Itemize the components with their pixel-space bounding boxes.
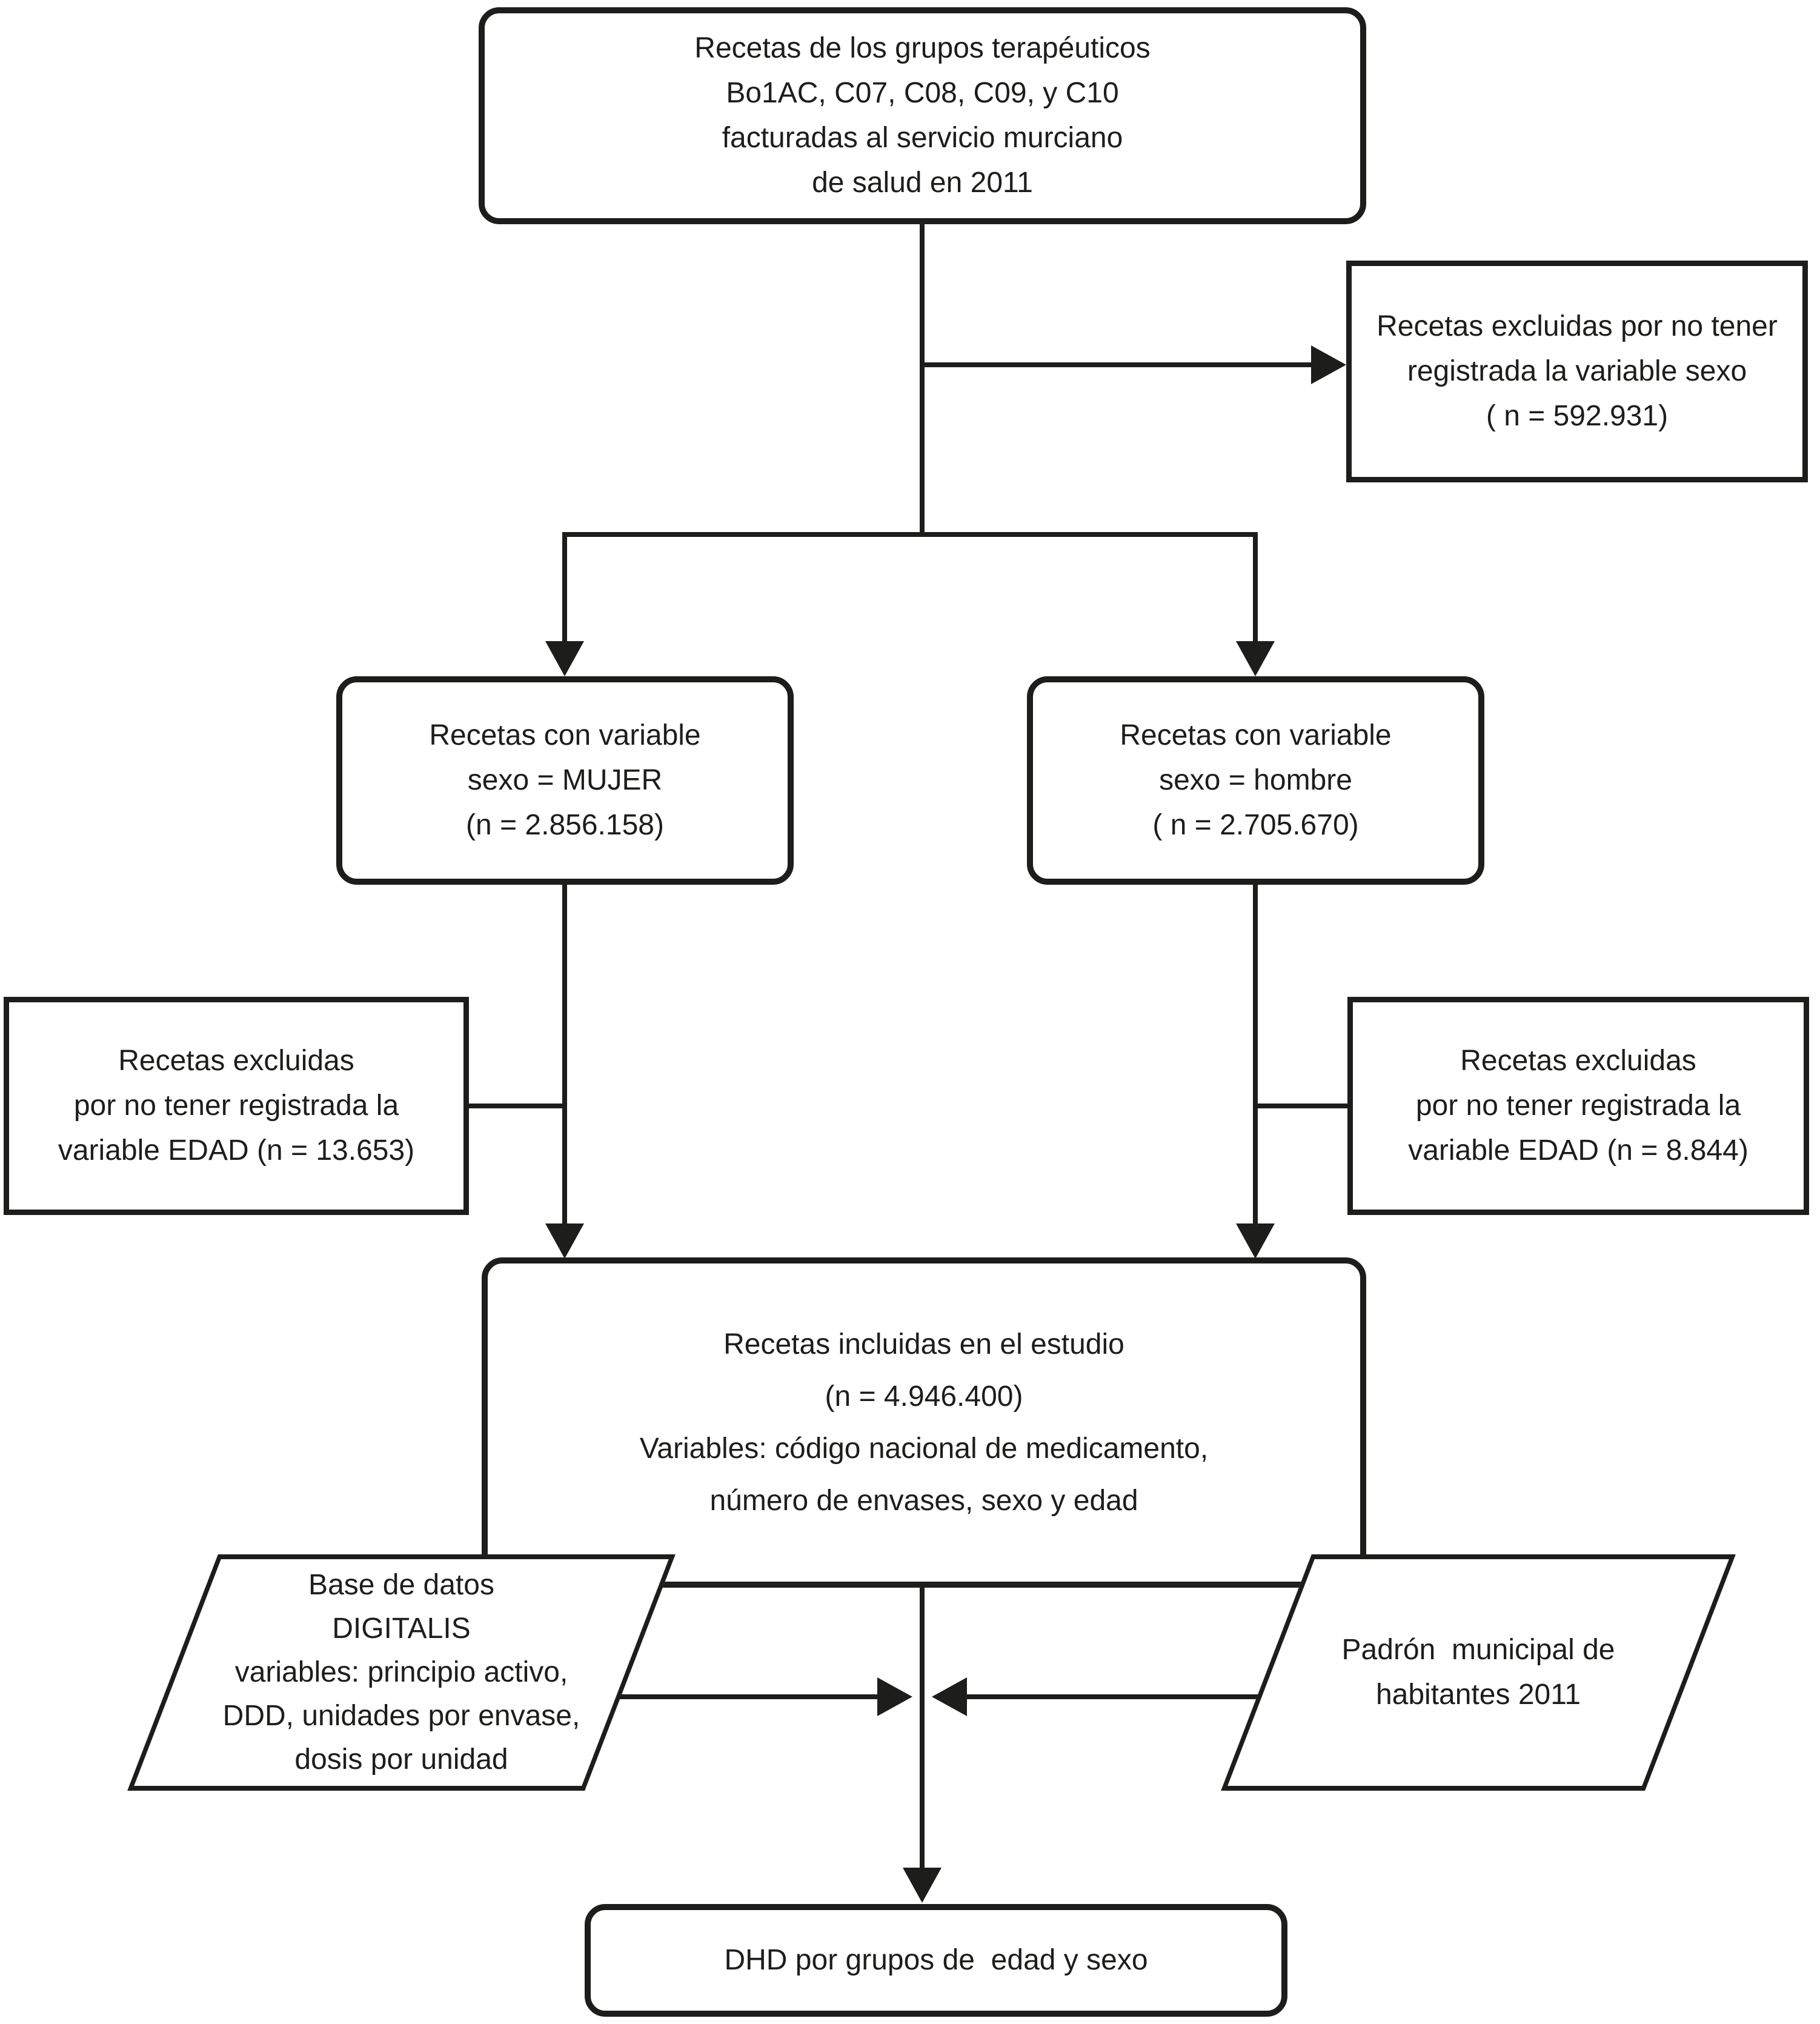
node-text-line: Recetas con variable xyxy=(429,719,701,751)
node-text-line: Recetas con variable xyxy=(1120,719,1392,751)
node-text-line: (n = 4.946.400) xyxy=(825,1380,1023,1413)
node-text-line: DHD por grupos de edad y sexo xyxy=(724,1944,1148,1976)
node-excluidas-edad-hombre: Recetas excluidas por no tener registrad… xyxy=(1347,997,1809,1215)
node-recetas-mujer: Recetas con variable sexo = MUJER (n = 2… xyxy=(336,676,794,885)
node-text-line: habitantes 2011 xyxy=(1375,1679,1581,1711)
arrowhead-down-icon xyxy=(1236,641,1275,676)
arrowhead-left-icon xyxy=(932,1677,967,1716)
node-text-line: registrada la variable sexo xyxy=(1407,355,1747,387)
arrowhead-down-icon xyxy=(903,1868,942,1903)
connector-padron-to-center xyxy=(967,1694,1258,1699)
node-padron: Padrón municipal de habitantes 2011 xyxy=(1266,1554,1690,1791)
connector-down-to-mujer xyxy=(562,532,567,641)
node-text-line: ( n = 592.931) xyxy=(1486,400,1669,432)
connector-excluded-edad-mujer xyxy=(467,1104,565,1108)
node-excluidas-edad-mujer: Recetas excluidas por no tener registrad… xyxy=(4,997,469,1215)
node-text-line: Base de datos xyxy=(308,1569,494,1601)
arrowhead-down-icon xyxy=(545,1223,584,1259)
node-text-line: facturadas al servicio murciano xyxy=(722,122,1123,154)
node-text-line: por no tener registrada la xyxy=(73,1090,399,1122)
node-recetas-grupos-terapeuticos: Recetas de los grupos terapéuticos Bo1AC… xyxy=(479,7,1366,224)
connector-top-vertical xyxy=(920,224,925,537)
node-text-line: Recetas excluidas por no tener xyxy=(1377,310,1778,342)
node-text-line: Recetas excluidas xyxy=(118,1045,354,1077)
connector-digitalis-to-center xyxy=(618,1694,877,1699)
node-text-line: Recetas excluidas xyxy=(1460,1045,1696,1077)
node-text-line: variable EDAD (n = 8.844) xyxy=(1408,1134,1749,1167)
node-text-line: DDD, unidades por envase, xyxy=(222,1700,580,1732)
arrowhead-down-icon xyxy=(1236,1223,1275,1259)
node-text-line: número de envases, sexo y edad xyxy=(709,1484,1138,1517)
connector-split-horizontal xyxy=(562,532,1258,537)
node-text-line: Padrón municipal de xyxy=(1341,1634,1615,1666)
node-text-line: (n = 2.856.158) xyxy=(466,809,664,841)
node-text-line: dosis por unidad xyxy=(294,1743,508,1776)
connector-down-to-hombre xyxy=(1253,532,1258,641)
node-text-line: por no tener registrada la xyxy=(1415,1090,1741,1122)
node-text-line: variables: principio activo, xyxy=(234,1656,568,1688)
connector-hombre-to-incluidas xyxy=(1253,885,1258,1223)
arrowhead-down-icon xyxy=(545,641,584,676)
node-text-line: Recetas incluidas en el estudio xyxy=(723,1328,1124,1360)
node-recetas-incluidas: Recetas incluidas en el estudio (n = 4.9… xyxy=(482,1257,1366,1588)
node-text-line: Variables: código nacional de medicament… xyxy=(639,1432,1209,1465)
node-text-line: Bo1AC, C07, C08, C09, y C10 xyxy=(726,77,1119,109)
arrowhead-right-icon xyxy=(877,1677,912,1716)
arrowhead-right-icon xyxy=(1311,345,1346,384)
node-text-line: de salud en 2011 xyxy=(812,167,1033,199)
node-excluidas-variable-sexo: Recetas excluidas por no tener registrad… xyxy=(1346,261,1808,482)
connector-incluidas-to-dhd xyxy=(920,1588,925,1868)
node-text-line: ( n = 2.705.670) xyxy=(1152,809,1359,841)
node-text-line: sexo = MUJER xyxy=(467,764,663,796)
connector-mujer-to-incluidas xyxy=(562,885,567,1223)
node-recetas-hombre: Recetas con variable sexo = hombre ( n =… xyxy=(1027,676,1484,885)
connector-excluded-edad-hombre xyxy=(1255,1104,1347,1108)
node-digitalis: Base de datos DIGITALIS variables: princ… xyxy=(173,1554,630,1791)
node-dhd-resultado: DHD por grupos de edad y sexo xyxy=(585,1904,1287,2017)
node-text-line: DIGITALIS xyxy=(332,1613,471,1645)
connector-to-excluded-sexo xyxy=(922,362,1311,367)
node-text-line: Recetas de los grupos terapéuticos xyxy=(694,32,1151,64)
node-text-line: sexo = hombre xyxy=(1159,764,1352,796)
node-text-line: variable EDAD (n = 13.653) xyxy=(58,1134,415,1167)
